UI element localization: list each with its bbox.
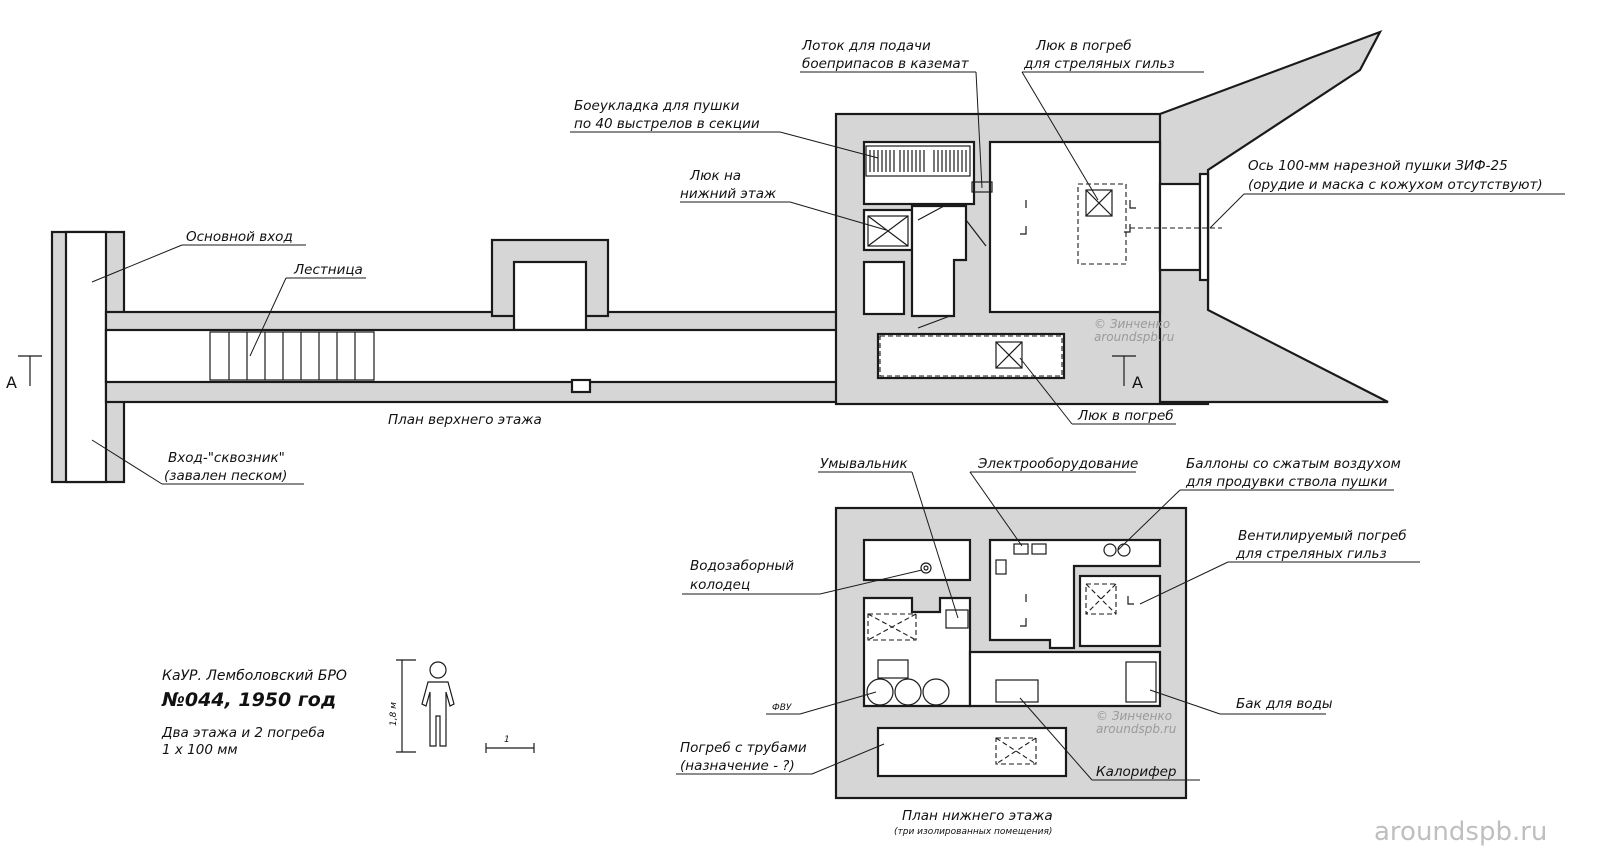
svg-text:А: А — [1132, 373, 1143, 392]
title-line-2: №044, 1950 год — [161, 689, 336, 711]
label-gun-axis-1: Ось 100-мм нарезной пушки ЗИФ-25 — [1248, 158, 1508, 174]
hatch-vent-cellar — [1085, 583, 1117, 615]
label-hatch-lower-2: нижний этаж — [680, 186, 777, 202]
scale-label: 1 — [504, 735, 510, 745]
scale-bar: 1 — [485, 735, 535, 753]
ammo-room — [862, 140, 976, 206]
label-electrical: Электрооборудование — [977, 456, 1138, 472]
label-lower-plan-sub: (три изолированных помещения) — [894, 827, 1052, 837]
label-hatch-cellar: Люк в погреб — [1077, 408, 1174, 424]
electrical-room — [988, 538, 1162, 650]
label-hatch-shells-1: Люк в погреб — [1035, 38, 1132, 54]
title-line-3: Два этажа и 2 погреба — [161, 725, 325, 741]
label-gun-axis-2: (орудие и маска с кожухом отсутствуют) — [1248, 177, 1543, 193]
door-3 — [917, 315, 951, 329]
label-hatch-shells-2: для стреляных гильз — [1023, 56, 1175, 72]
copyright-lower-2: aroundspb.ru — [1096, 722, 1177, 736]
fvu-icon — [866, 678, 894, 706]
section-mark-right: А — [1112, 355, 1143, 392]
label-tray-1: Лоток для подачи — [801, 38, 931, 54]
human-figure-icon: 1,8 м — [389, 659, 455, 753]
entrance-passage — [64, 230, 108, 484]
gun-port-frame — [1198, 172, 1210, 282]
hatch-shells-area — [1077, 183, 1127, 265]
hatch-fvu — [867, 613, 917, 641]
fvu-box — [877, 659, 909, 679]
label-well-2: колодец — [690, 577, 750, 593]
stairs — [209, 331, 375, 381]
door-1 — [917, 205, 945, 221]
small-room — [862, 260, 906, 316]
label-main-entrance: Основной вход — [186, 229, 293, 245]
labels: Основной вход Лестница План верхнего эта… — [164, 38, 1543, 837]
fvu-room — [862, 596, 972, 708]
vestibule — [910, 204, 968, 318]
casemate-marks — [1020, 200, 1136, 235]
label-upper-plan: План верхнего этажа — [388, 412, 542, 428]
corridor-recess — [570, 378, 592, 394]
hatch-cellar — [879, 335, 1063, 377]
well-room — [862, 538, 972, 582]
leader-lines — [91, 71, 1565, 781]
label-lower-plan: План нижнего этажа — [902, 808, 1053, 824]
ammo-rack — [865, 145, 971, 177]
label-pipe-cellar-2: (назначение - ?) — [680, 758, 795, 774]
label-ammo-rack-1: Боеукладка для пушки — [574, 98, 740, 114]
hatch-lower-floor — [867, 215, 909, 247]
label-water-tank: Бак для воды — [1236, 696, 1333, 712]
lower-floor-plan — [834, 506, 1188, 800]
gun-port — [1158, 182, 1202, 272]
pipe-cellar-room — [876, 726, 1068, 778]
label-draft-entrance-1: Вход-"сквозник" — [168, 450, 285, 466]
label-air-tanks-1: Баллоны со сжатым воздухом — [1186, 456, 1401, 472]
lower-corridor-room — [876, 332, 1066, 380]
casemate-room — [988, 140, 1162, 314]
air-tank-icon — [1103, 543, 1117, 557]
vent-cellar-room — [1078, 574, 1162, 648]
heater-room — [968, 650, 1162, 708]
label-draft-entrance-2: (завален песком) — [164, 468, 287, 484]
well-icon — [920, 562, 932, 574]
label-vent-cellar-2: для стреляных гильз — [1235, 546, 1387, 562]
hatch-pipe-cellar — [995, 737, 1037, 765]
svg-text:А: А — [6, 373, 17, 392]
label-well-1: Водозаборный — [690, 558, 794, 574]
label-washbasin: Умывальник — [820, 456, 908, 472]
copyright-upper-1: © Зинченко — [1094, 317, 1170, 331]
label-stairs: Лестница — [293, 262, 363, 278]
label-tray-2: боеприпасов в каземат — [802, 56, 970, 72]
label-ammo-rack-2: по 40 выстрелов в секции — [574, 116, 760, 132]
washbasin-icon — [945, 609, 969, 629]
label-air-tanks-2: для продувки ствола пушки — [1185, 474, 1388, 490]
title-line-1: КаУР. Лемболовский БРО — [162, 668, 347, 684]
door-2 — [965, 219, 987, 247]
label-pipe-cellar-1: Погреб с трубами — [680, 740, 807, 756]
copyright-lower-1: © Зинченко — [1096, 709, 1172, 723]
water-tank-icon — [1125, 661, 1157, 703]
label-fvu: ФВУ — [772, 703, 792, 713]
label-vent-cellar-1: Вентилируемый погреб — [1238, 528, 1407, 544]
corridor — [104, 328, 868, 384]
site-watermark: aroundspb.ru — [1374, 817, 1547, 847]
height-dimension: 1,8 м — [389, 702, 399, 726]
label-hatch-lower-1: Люк на — [689, 168, 741, 184]
copyright-upper-2: aroundspb.ru — [1094, 330, 1175, 344]
label-heater: Калорифер — [1096, 764, 1177, 780]
corridor-niche — [512, 260, 588, 332]
upper-floor-plan: А А — [6, 29, 1389, 484]
title-block: КаУР. Лемболовский БРО №044, 1950 год Дв… — [161, 659, 535, 758]
heater-icon — [995, 679, 1039, 703]
title-line-4: 1 х 100 мм — [162, 742, 238, 758]
section-mark-left: А — [6, 355, 42, 392]
